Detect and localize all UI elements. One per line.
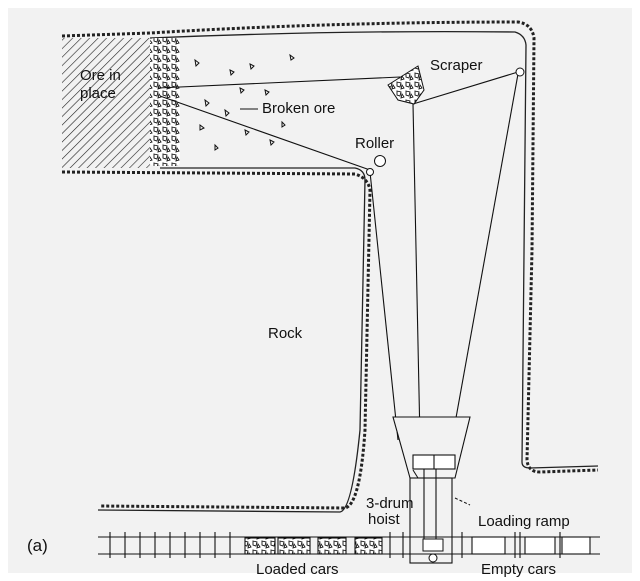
- label-roller: Roller: [355, 135, 394, 152]
- label-loaded-cars: Loaded cars: [256, 561, 339, 578]
- pulley-icon: [515, 67, 525, 77]
- sheave-icon: [366, 168, 374, 176]
- broken-ore-pile: [150, 38, 180, 166]
- label-hoist-2: hoist: [368, 511, 401, 528]
- loading-ramp: [392, 416, 471, 564]
- scraper-bucket: [387, 65, 425, 105]
- empty-cars: [471, 536, 591, 555]
- hoist-pointer: [412, 469, 419, 479]
- label-ore-in-place-2: place: [80, 85, 116, 102]
- label-hoist-1: 3-drum: [366, 495, 414, 512]
- ore-in-place-hatch: [62, 38, 150, 168]
- label-ore-in-place-1: Ore in: [80, 67, 121, 84]
- rail-track: [98, 532, 600, 558]
- loading-ramp-pointer: [454, 497, 471, 506]
- label-broken-ore: Broken ore: [262, 100, 335, 117]
- car-on-ramp: [422, 538, 444, 552]
- roller-icon: [374, 155, 386, 167]
- label-scraper: Scraper: [430, 57, 483, 74]
- rock-walls: [61, 20, 599, 513]
- broken-ore-fragments: [194, 53, 295, 151]
- label-rock: Rock: [268, 325, 303, 342]
- label-empty-cars: Empty cars: [481, 561, 556, 578]
- label-loading-ramp: Loading ramp: [478, 513, 570, 530]
- loaded-cars: [244, 537, 383, 555]
- figure-label: (a): [27, 536, 48, 555]
- hoist-wheel-icon: [428, 553, 438, 563]
- hoist-ropes: [157, 71, 519, 441]
